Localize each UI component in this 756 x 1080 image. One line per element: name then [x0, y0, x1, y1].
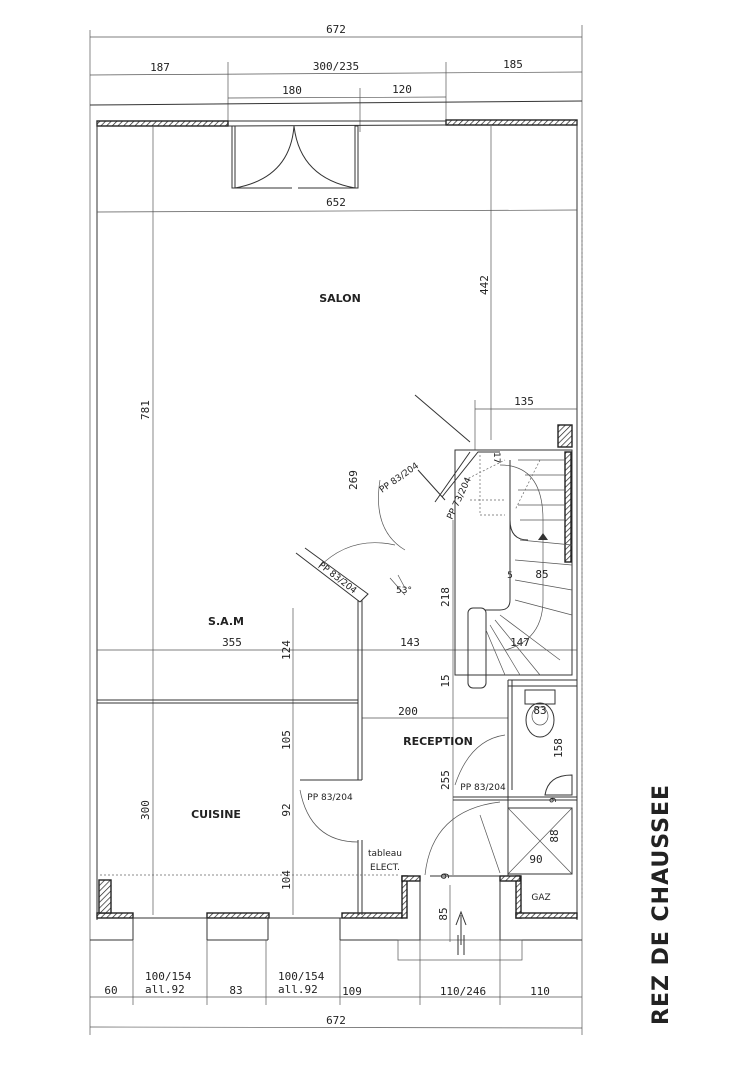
dim-17: 17: [491, 452, 501, 463]
dim-147: 147: [510, 636, 530, 649]
dim-inner-width: 652: [326, 196, 346, 209]
room-gaz: GAZ: [531, 893, 550, 903]
dim-total-top: 672: [326, 23, 346, 36]
wc-shower: 83 158 9 88 90: [507, 689, 573, 875]
dim-door-right: 120: [392, 83, 412, 96]
dim-right-top: 185: [503, 58, 523, 71]
dim-15: 15: [439, 674, 452, 687]
dim-110: 110: [530, 985, 550, 998]
dim-83-bottom: 83: [229, 984, 242, 997]
dim-9-shower: 9: [549, 797, 559, 803]
room-salon: SALON: [319, 292, 361, 305]
window1-size: 100/154: [145, 970, 192, 983]
elect-label: ELECT.: [370, 863, 400, 873]
bottom-dimensions: 60 100/154 all.92 83 100/154 all.92 109 …: [89, 940, 583, 1029]
plan-title: REZ DE CHAUSSEE: [649, 784, 674, 1025]
dim-105: 105: [280, 730, 293, 750]
dim-143: 143: [400, 636, 420, 649]
dim-total-bottom: 672: [326, 1014, 346, 1027]
dim-83-wc: 83: [533, 704, 546, 717]
dim-300: 300: [139, 800, 152, 820]
door-label-cuisine: PP 83/204: [307, 793, 353, 803]
room-cuisine: CUISINE: [191, 808, 241, 821]
dim-269: 269: [347, 470, 360, 490]
window1-sill: all.92: [145, 983, 185, 996]
room-sam: S.A.M: [208, 615, 244, 628]
dim-442: 442: [478, 275, 491, 295]
angle-label: 53°: [396, 586, 412, 596]
dim-200: 200: [398, 705, 418, 718]
dim-middle-top: 300/235: [313, 60, 359, 73]
inner-dimensions: 652 781 442 135 355 143 147 124 105 92 1…: [96, 126, 578, 955]
dim-90: 90: [529, 853, 542, 866]
dim-158: 158: [552, 738, 565, 758]
top-dimensions: 672 187 300/235 185 180 120: [89, 23, 583, 1035]
dim-85-entry: 85: [437, 907, 450, 920]
tableau-label: tableau: [368, 849, 402, 859]
french-door: [231, 125, 359, 189]
dim-88: 88: [548, 829, 561, 842]
door-label-sam: PP 83/204: [316, 560, 358, 596]
dim-left-top: 187: [150, 61, 170, 74]
dim-door-left: 180: [282, 84, 302, 97]
dim-781: 781: [139, 400, 152, 420]
window2-sill: all.92: [278, 983, 318, 996]
dim-5: 5: [507, 571, 513, 581]
door-label-wc: PP 83/204: [460, 783, 506, 793]
dim-255: 255: [439, 770, 452, 790]
door-label-pp73: PP 73/204: [446, 476, 474, 522]
dim-92: 92: [280, 803, 293, 816]
dim-355: 355: [222, 636, 242, 649]
partitions: [97, 394, 577, 915]
door-label-salon: PP 83/204: [378, 461, 421, 495]
dim-110-246: 110/246: [440, 985, 486, 998]
dim-60: 60: [104, 984, 117, 997]
dim-124: 124: [280, 640, 293, 660]
walls: [90, 119, 583, 961]
dim-85-stair: 85: [535, 568, 548, 581]
dim-218: 218: [439, 587, 452, 607]
room-reception: RECEPTION: [403, 735, 473, 748]
window2-size: 100/154: [278, 970, 325, 983]
dim-135: 135: [514, 395, 534, 408]
dim-104: 104: [280, 870, 293, 890]
door-swings: [299, 479, 506, 876]
dim-109: 109: [342, 985, 362, 998]
staircase: 85 5 17 PP 73/204: [446, 424, 573, 689]
